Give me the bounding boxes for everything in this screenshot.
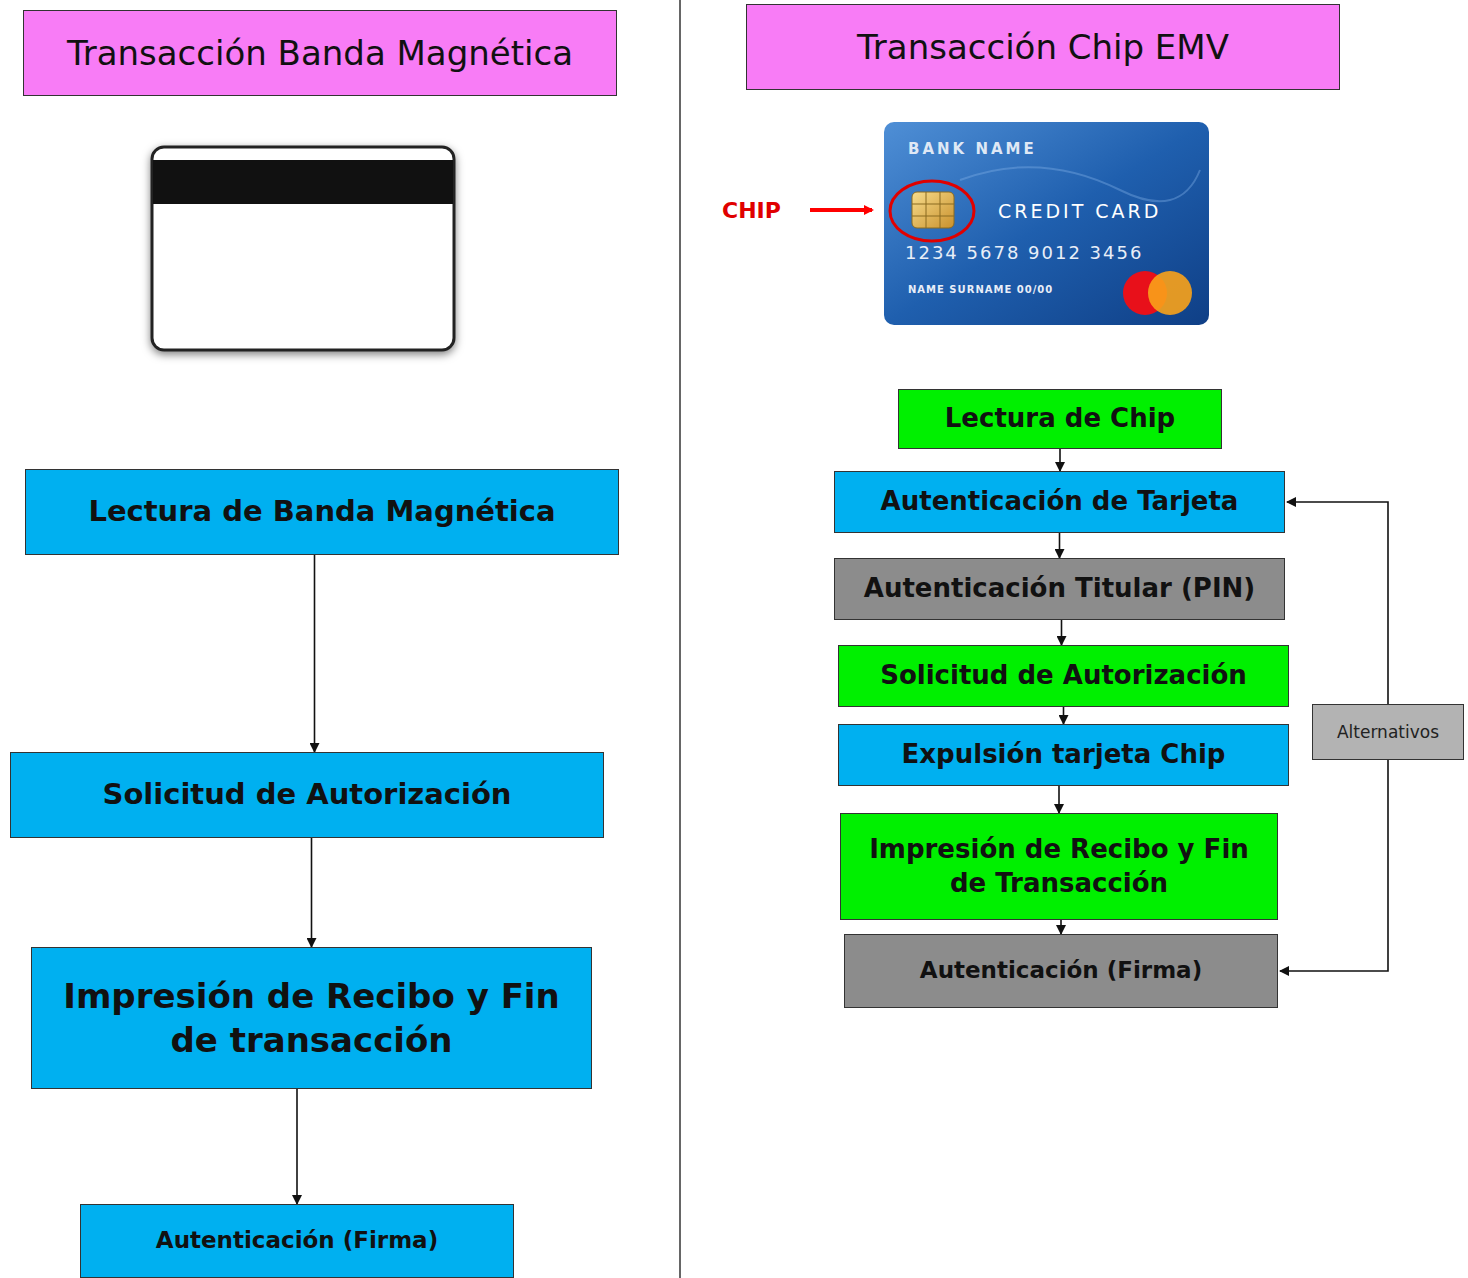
flow-arrow xyxy=(1063,707,1065,724)
card-text: CREDIT CARD xyxy=(998,200,1161,222)
magstripe-card xyxy=(152,147,454,350)
flow-arrow xyxy=(1287,502,1388,704)
chip-pointer xyxy=(810,208,872,212)
node-text: Solicitud de Autorización xyxy=(93,776,522,814)
process-box: Impresión de Recibo y Fin de Transacción xyxy=(840,813,1278,920)
process-box: Autenticación de Tarjeta xyxy=(834,471,1285,533)
flow-arrow xyxy=(1059,449,1061,471)
card-text: BANK NAME xyxy=(908,140,1037,158)
node-text: Transacción Banda Magnética xyxy=(57,31,583,75)
process-box: Autenticación Titular (PIN) xyxy=(834,558,1285,620)
flow-arrow xyxy=(1060,920,1062,934)
node-text: Lectura de Banda Magnética xyxy=(78,493,565,531)
flow-arrow xyxy=(314,555,316,752)
node-text: Autenticación (Firma) xyxy=(910,956,1212,986)
flow-arrow xyxy=(1280,760,1388,971)
card-text: 1234 5678 9012 3456 xyxy=(905,242,1143,263)
node-text: Autenticación Titular (PIN) xyxy=(854,572,1265,606)
flow-arrow xyxy=(1061,620,1063,645)
chip-card xyxy=(884,122,1209,325)
process-box: Expulsión tarjeta Chip xyxy=(838,724,1289,786)
process-box: Solicitud de Autorización xyxy=(10,752,604,838)
process-box: Impresión de Recibo y Fin de transacción xyxy=(31,947,592,1089)
flow-arrow xyxy=(311,838,313,947)
callout-label: CHIP xyxy=(722,198,781,223)
node-text: Lectura de Chip xyxy=(935,402,1185,436)
process-box: Autenticación (Firma) xyxy=(844,934,1278,1008)
flow-arrow xyxy=(1058,786,1060,813)
card-text: NAME SURNAME 00/00 xyxy=(908,284,1053,295)
title-box: Transacción Chip EMV xyxy=(746,4,1340,90)
process-box: Autenticación (Firma) xyxy=(80,1204,514,1278)
node-text: Alternativos xyxy=(1327,721,1449,743)
flow-arrow xyxy=(296,1089,298,1204)
flow-arrow xyxy=(1059,533,1061,558)
node-text: Solicitud de Autorización xyxy=(870,659,1257,693)
node-text: Impresión de Recibo y Fin de Transacción xyxy=(841,833,1277,901)
title-box: Transacción Banda Magnética xyxy=(23,10,617,96)
note-box: Alternativos xyxy=(1312,704,1464,760)
node-text: Autenticación (Firma) xyxy=(146,1226,448,1256)
process-box: Lectura de Chip xyxy=(898,389,1222,449)
node-text: Expulsión tarjeta Chip xyxy=(892,738,1236,772)
node-text: Autenticación de Tarjeta xyxy=(871,485,1249,519)
process-box: Solicitud de Autorización xyxy=(838,645,1289,707)
node-text: Impresión de Recibo y Fin de transacción xyxy=(32,974,591,1062)
divider-line xyxy=(679,0,681,1278)
process-box: Lectura de Banda Magnética xyxy=(25,469,619,555)
node-text: Transacción Chip EMV xyxy=(847,25,1239,69)
